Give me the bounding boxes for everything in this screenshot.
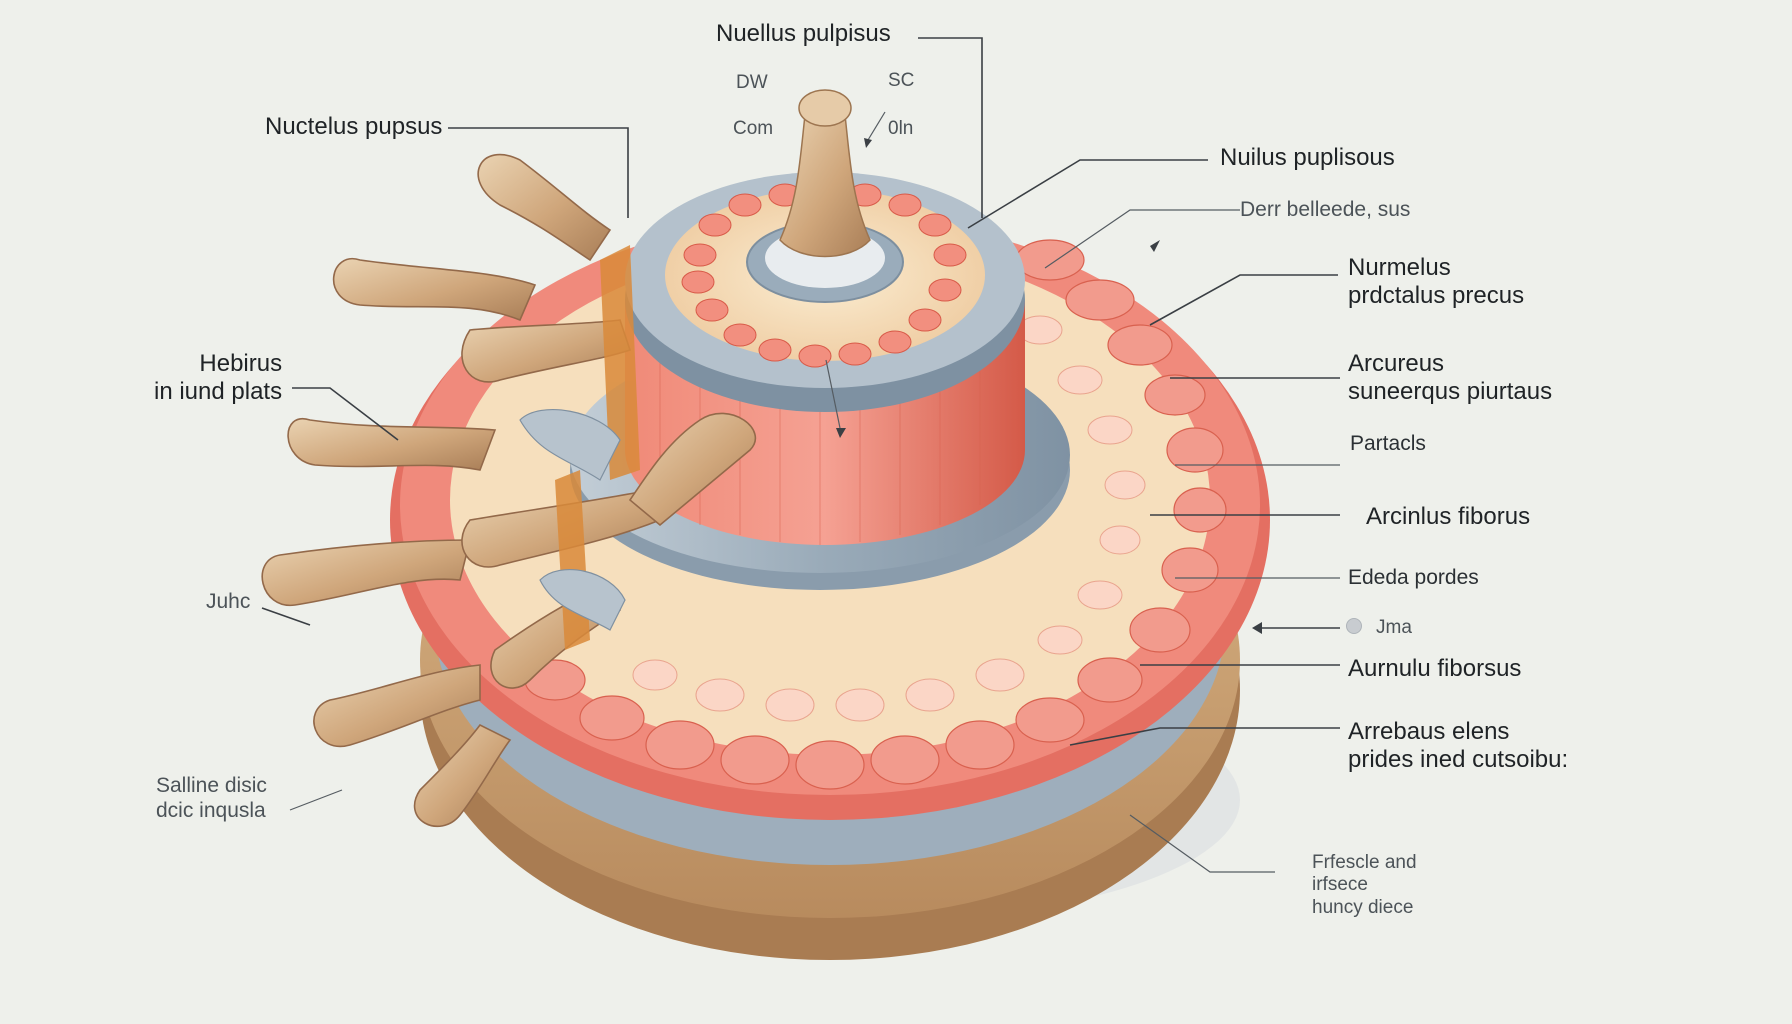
label-top-title: Nuellus pulpisus xyxy=(716,20,891,47)
label-edeta: Ededa pordes xyxy=(1348,566,1479,589)
nucleus-post xyxy=(779,114,871,258)
leader-lines xyxy=(261,37,1340,873)
jma-marker-icon xyxy=(1346,617,1362,634)
label-nurmelus: Nurmelus prdctalus precus xyxy=(1348,254,1525,310)
label-salline: Salline disic dcic inqusla xyxy=(156,774,267,822)
annulus-inner-lamellae xyxy=(632,315,1146,722)
label-arcureus: Arcureus suneerqus piurtaus xyxy=(1348,350,1553,406)
label-juhc: Juhc xyxy=(206,590,251,613)
arrow-head-icon xyxy=(1252,622,1262,634)
label-nuilus: Nuilus puplisous xyxy=(1220,144,1395,171)
label-dw: DW xyxy=(736,72,768,93)
arrow-head-icon xyxy=(1150,240,1160,252)
label-aurnulu: Aurnulu fiborsus xyxy=(1348,655,1522,682)
label-sc: SC xyxy=(888,70,915,91)
label-derr: Derr belleede, sus xyxy=(1240,198,1411,221)
label-hebirus: Hebirus in iund plats xyxy=(154,350,283,406)
label-partacls: Partacls xyxy=(1350,432,1426,455)
label-arcinlus: Arcinlus fiborus xyxy=(1366,503,1531,530)
label-arrebaus: Arrebaus elens prides ined cutsoibu: xyxy=(1348,718,1569,774)
facet-capsules xyxy=(519,409,626,631)
label-com: Com xyxy=(733,118,774,139)
nucleus-post-cap xyxy=(798,89,852,127)
label-nuctelus: Nuctelus pupsus xyxy=(265,113,443,140)
label-oln: 0ln xyxy=(888,118,914,139)
label-jma: Jma xyxy=(1346,617,1412,639)
arrow-head-icon xyxy=(864,138,872,148)
arrow-head-icon xyxy=(836,428,846,438)
label-frfescle: Frfescle and irfsece huncy diece xyxy=(1312,852,1417,918)
